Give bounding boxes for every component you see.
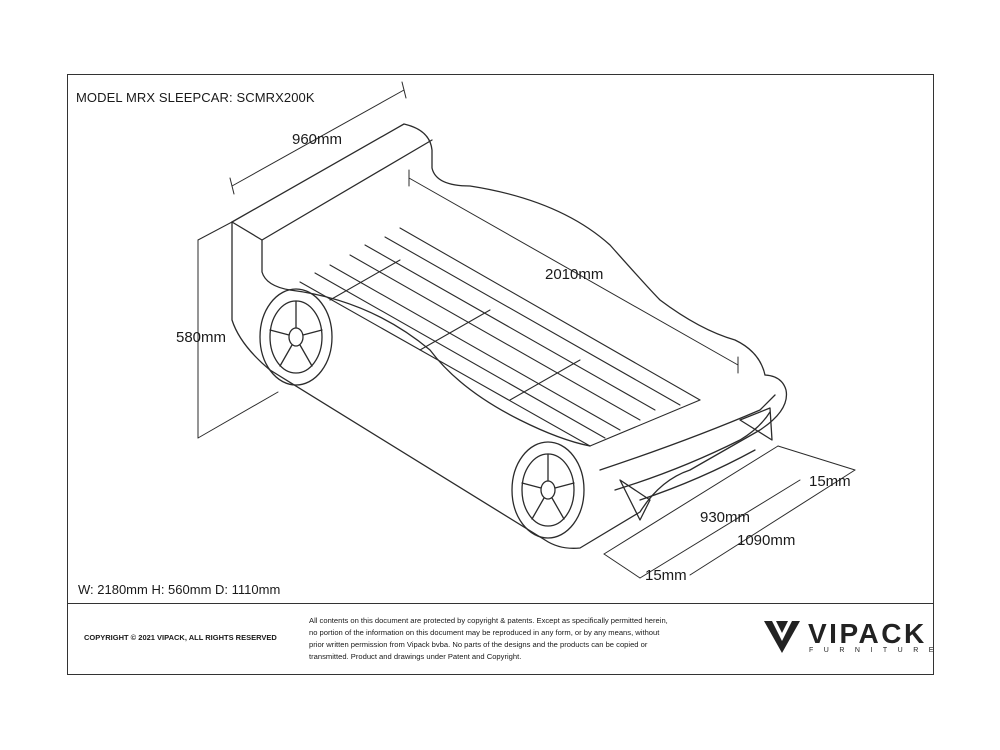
legal-line: no portion of the information on this do…: [309, 628, 660, 637]
dim-label-580: 580mm: [176, 329, 227, 346]
copyright-notice: COPYRIGHT © 2021 VIPACK, ALL RIGHTS RESE…: [84, 633, 277, 642]
dim-label-930: 930mm: [700, 509, 751, 526]
headlight-right: [739, 407, 773, 441]
side-panel-wave: [289, 289, 591, 447]
headlight-left: [619, 479, 651, 521]
vipack-v-logo-icon: [764, 621, 800, 653]
front-grille: [614, 411, 771, 501]
logo-subtitle: FURNITURE: [809, 647, 944, 654]
legal-line: All contents on this document are protec…: [309, 616, 668, 625]
front-wheel: [511, 441, 585, 539]
side-panel: [231, 221, 788, 549]
overall-dimensions: W: 2180mm H: 560mm D: 1110mm: [78, 582, 281, 597]
legal-line: prior written permission from Vipack bvb…: [309, 640, 648, 649]
headboard-front-face: [231, 221, 291, 291]
dim-label-15-right: 15mm: [809, 473, 851, 490]
rear-wheel: [259, 288, 333, 386]
legal-text: All contents on this document are protec…: [309, 615, 709, 663]
model-title: MODEL MRX SLEEPCAR: SCMRX200K: [76, 90, 315, 105]
dimension-line-580: [197, 221, 279, 439]
dimension-line-2010: [408, 169, 739, 374]
footer-divider: [67, 603, 934, 604]
legal-line: transmitted. Product and drawings under …: [309, 652, 522, 661]
dim-label-2010: 2010mm: [545, 266, 604, 283]
logo-wordmark: VIPACK: [808, 618, 927, 649]
headboard-panel: [231, 123, 766, 376]
dim-label-960: 960mm: [292, 131, 343, 148]
vipack-logo: VIPACK FURNITURE: [762, 617, 933, 659]
dim-label-15-bottom: 15mm: [645, 567, 687, 584]
dimension-line-960: [229, 81, 407, 195]
bed-slats: [299, 227, 701, 447]
front-bumper: [599, 394, 776, 471]
dimension-line-width: [603, 445, 856, 579]
drawing-sheet-border: [67, 74, 934, 675]
dim-label-1090: 1090mm: [737, 532, 796, 549]
